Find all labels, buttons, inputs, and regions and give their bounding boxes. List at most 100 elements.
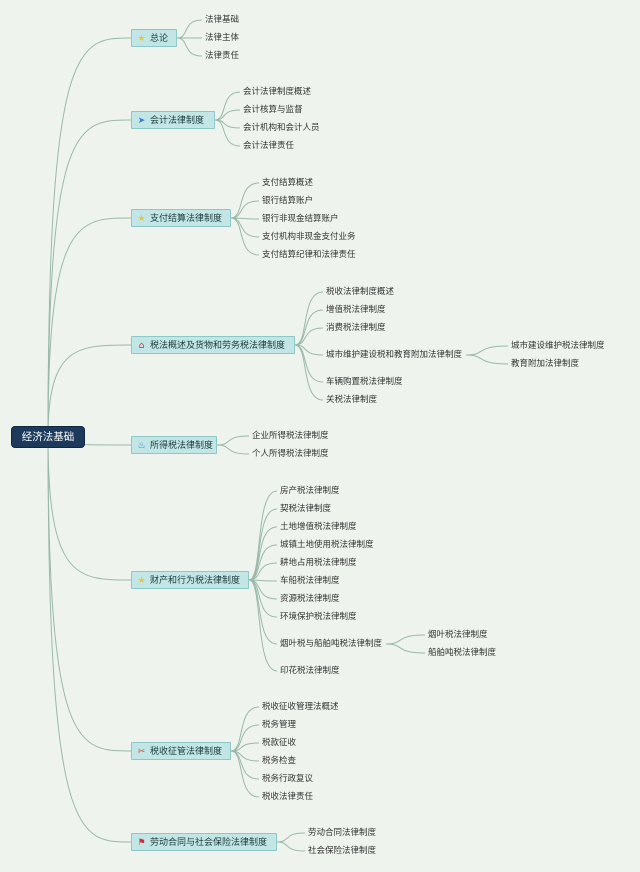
root-connector <box>47 436 132 843</box>
branch-connector <box>216 444 250 455</box>
section-label: 税法概述及货物和劳务税法律制度 <box>150 341 286 351</box>
section-node[interactable]: ✂税收征管法律制度 <box>131 742 231 760</box>
topic-node[interactable]: 银行结算账户 <box>262 196 314 206</box>
topic-node[interactable]: 环境保护税法律制度 <box>280 612 357 622</box>
section-label: 支付结算法律制度 <box>150 214 223 224</box>
topic-node[interactable]: 支付机构非现金支付业务 <box>262 232 356 242</box>
topic-node[interactable]: 车船税法律制度 <box>280 576 340 586</box>
topic-node[interactable]: 土地增值税法律制度 <box>280 522 357 532</box>
branch-connector <box>248 544 278 581</box>
topic-node[interactable]: 税务检查 <box>262 756 297 766</box>
topic-node[interactable]: 资源税法律制度 <box>280 594 340 604</box>
branch-connector <box>230 217 260 238</box>
branch-connector <box>230 217 260 256</box>
sub-branch-connector <box>465 354 509 365</box>
flag-icon: ⚑ <box>137 838 146 848</box>
topic-node[interactable]: 会计法律制度概述 <box>243 87 312 97</box>
branch-connector <box>176 19 203 39</box>
subtopic-node[interactable]: 城市建设维护税法律制度 <box>511 341 605 351</box>
topic-node[interactable]: 税务管理 <box>262 720 297 730</box>
root-connector <box>47 37 132 438</box>
section-node[interactable]: ★ 财产和行为税法律制度 <box>131 571 249 589</box>
branch-connector <box>248 579 278 672</box>
root-connector <box>47 436 132 581</box>
topic-node[interactable]: 会计机构和会计人员 <box>243 123 320 133</box>
section-node[interactable]: ♨ 所得税法律制度 <box>131 436 217 454</box>
star-icon: ★ <box>137 214 146 224</box>
subtopic-node[interactable]: 船舶吨税法律制度 <box>428 648 497 658</box>
root-connector <box>47 119 132 438</box>
branch-connector <box>230 706 260 752</box>
branch-connector <box>230 750 260 780</box>
topic-node[interactable]: 法律主体 <box>205 33 240 43</box>
topic-node[interactable]: 烟叶税与船舶吨税法律制度 <box>280 639 383 649</box>
section-node[interactable]: ➤ 会计法律制度 <box>131 111 215 129</box>
branch-connector <box>230 200 260 219</box>
section-label: 劳动合同与社会保险法律制度 <box>150 838 268 848</box>
topic-node[interactable]: 劳动合同法律制度 <box>308 828 377 838</box>
star-icon: ★ <box>137 576 146 586</box>
section-label: 会计法律制度 <box>150 116 205 126</box>
topic-node[interactable]: 关税法律制度 <box>326 395 378 405</box>
star-icon: ★ <box>137 34 146 44</box>
root-connector <box>47 344 132 438</box>
topic-node[interactable]: 银行非现金结算账户 <box>262 214 339 224</box>
topic-node[interactable]: 税收法律制度概述 <box>326 287 395 297</box>
root-node[interactable]: 经济法基础 <box>12 427 84 447</box>
branch-connector <box>248 562 278 581</box>
tools-icon: ✂ <box>137 747 146 757</box>
branch-connector <box>214 119 241 147</box>
paper-plane-icon: ➤ <box>137 116 146 126</box>
topic-node[interactable]: 税务行政复议 <box>262 774 314 784</box>
subtopic-node[interactable]: 烟叶税法律制度 <box>428 630 488 640</box>
branch-connector <box>230 724 260 752</box>
topic-node[interactable]: 房产税法律制度 <box>280 486 340 496</box>
topic-node[interactable]: 耕地占用税法律制度 <box>280 558 357 568</box>
branch-connector <box>176 37 203 57</box>
branch-connector <box>294 344 324 383</box>
section-label: 所得税法律制度 <box>150 441 214 451</box>
topic-node[interactable]: 会计法律责任 <box>243 141 295 151</box>
subtopic-node[interactable]: 教育附加法律制度 <box>511 359 580 369</box>
sub-branch-connector <box>385 634 426 645</box>
section-node[interactable]: ⚑ 劳动合同与社会保险法律制度 <box>131 833 277 851</box>
topic-node[interactable]: 个人所得税法律制度 <box>252 449 329 459</box>
topic-node[interactable]: 消费税法律制度 <box>326 323 386 333</box>
branch-connector <box>216 435 250 446</box>
branch-connector <box>248 579 278 645</box>
branch-connector <box>248 490 278 581</box>
topic-node[interactable]: 法律责任 <box>205 51 240 61</box>
section-node[interactable]: ★ 总论 <box>131 29 177 47</box>
section-node[interactable]: ⌂税法概述及货物和劳务税法律制度 <box>131 336 295 354</box>
branch-connector <box>248 508 278 581</box>
topic-node[interactable]: 税款征收 <box>262 738 297 748</box>
sub-branch-connector <box>385 643 426 654</box>
section-label: 财产和行为税法律制度 <box>150 576 241 586</box>
topic-node[interactable]: 城镇土地使用税法律制度 <box>280 540 374 550</box>
topic-node[interactable]: 支付结算概述 <box>262 178 314 188</box>
section-node[interactable]: ★ 支付结算法律制度 <box>131 209 231 227</box>
topic-node[interactable]: 税收征收管理法概述 <box>262 702 339 712</box>
topic-node[interactable]: 会计核算与监督 <box>243 105 303 115</box>
topic-node[interactable]: 契税法律制度 <box>280 504 332 514</box>
flame-icon: ♨ <box>137 441 146 451</box>
branch-connector <box>230 750 260 798</box>
branch-connector <box>294 327 324 346</box>
branch-connector <box>294 344 324 401</box>
branch-connector <box>276 832 306 843</box>
branch-connector <box>214 91 241 121</box>
topic-node[interactable]: 社会保险法律制度 <box>308 846 377 856</box>
topic-node[interactable]: 印花税法律制度 <box>280 666 340 676</box>
topic-node[interactable]: 增值税法律制度 <box>326 305 386 315</box>
topic-node[interactable]: 车辆购置税法律制度 <box>326 377 403 387</box>
topic-node[interactable]: 税收法律责任 <box>262 792 314 802</box>
section-label: 总论 <box>150 34 169 44</box>
root-connector <box>47 436 132 752</box>
topic-node[interactable]: 支付结算纪律和法律责任 <box>262 250 356 260</box>
branch-connector <box>230 182 260 219</box>
topic-node[interactable]: 城市维护建设税和教育附加法律制度 <box>326 350 463 360</box>
topic-node[interactable]: 法律基础 <box>205 15 240 25</box>
topic-node[interactable]: 企业所得税法律制度 <box>252 431 329 441</box>
branch-connector <box>294 309 324 346</box>
